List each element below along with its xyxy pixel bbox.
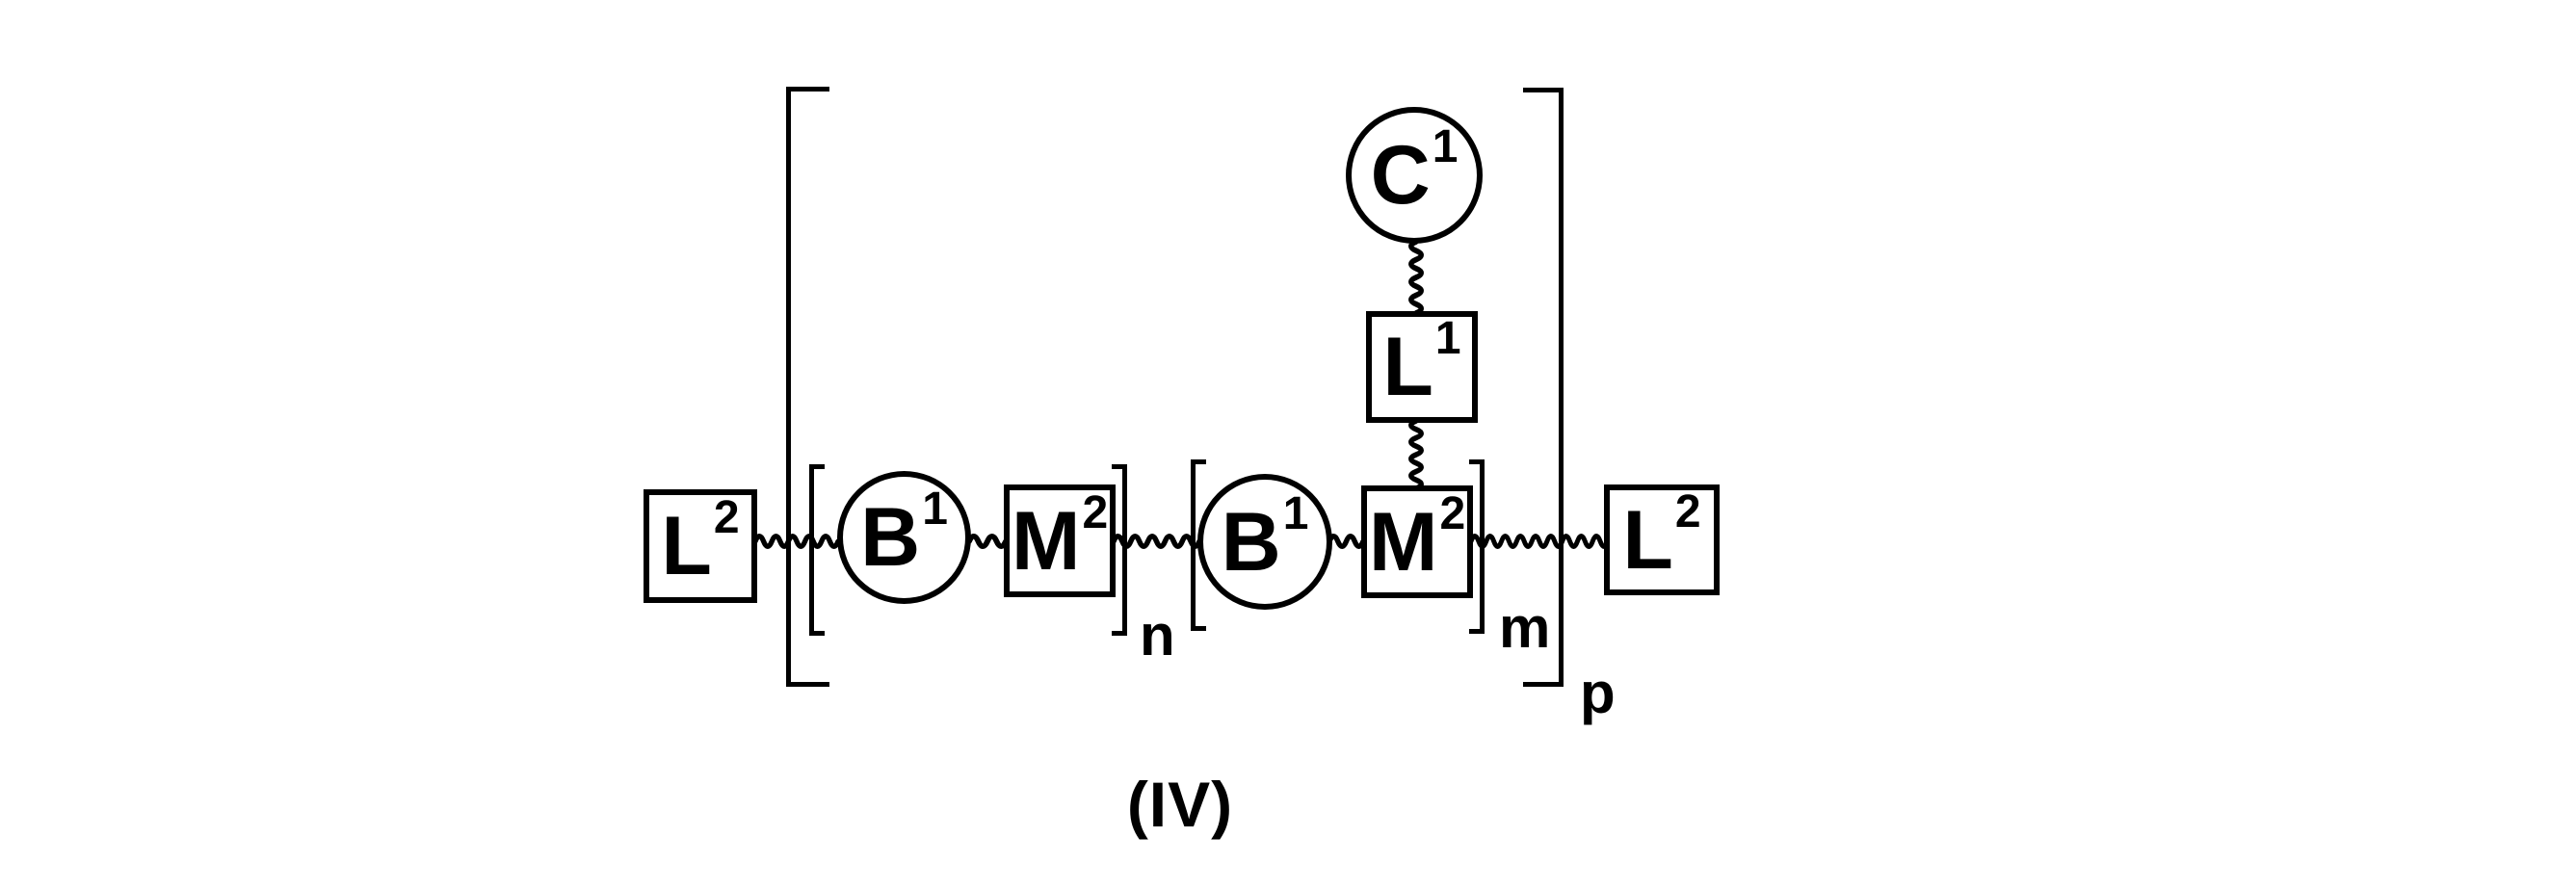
wavy-bond-l2left-b1 (755, 534, 838, 549)
formula-label: (IV) (1126, 769, 1234, 840)
wavy-bond-b1-m2-second (1329, 534, 1363, 549)
outer-bracket-right (1523, 88, 1564, 687)
outer-bracket-left (786, 87, 829, 687)
subscript-p: p (1580, 661, 1616, 725)
wavy-bond-m2second-l2right (1471, 534, 1608, 549)
inner-bracket-close-n (1112, 464, 1127, 636)
subscript-m: m (1499, 595, 1551, 660)
wavy-bond-c1-l1 (1408, 242, 1424, 313)
wavy-bond-l1-m2 (1408, 421, 1424, 488)
wavy-bond-b1-m2-first (969, 534, 1006, 549)
inner-bracket-open-n (809, 464, 825, 636)
subscript-n: n (1140, 603, 1175, 668)
wavy-bond-m2first-b1second (1114, 534, 1199, 549)
